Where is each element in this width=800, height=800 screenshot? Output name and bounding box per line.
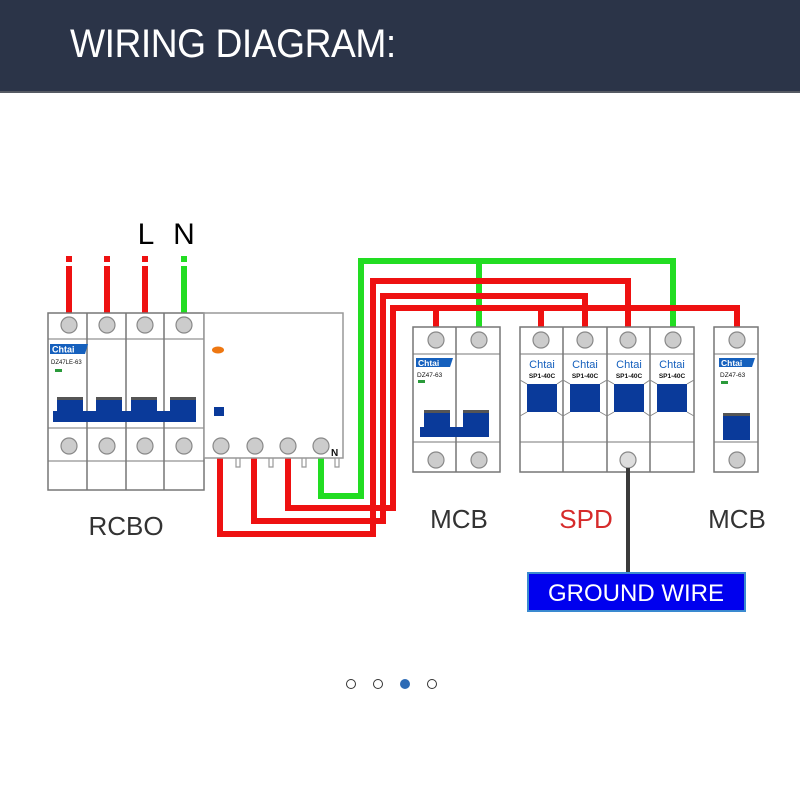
terminal-icon [427, 451, 445, 469]
handle-icon [723, 414, 750, 440]
mcb-2p-brand: Chtai [418, 358, 439, 368]
test-button-icon [212, 346, 224, 354]
terminal-icon [312, 437, 330, 455]
supply-wire-l1 [66, 266, 72, 316]
terminal-icon [60, 316, 78, 334]
rcd-module-body [203, 312, 344, 459]
spd-window-icon [570, 384, 600, 412]
terminal-icon [136, 437, 154, 455]
carousel-dot-4[interactable] [427, 679, 437, 689]
mcb-1p-device[interactable]: Chtai DZ47-63 [713, 326, 759, 473]
mcb-2p-device[interactable]: Chtai DZ47-63 [412, 326, 501, 473]
status-led-icon [55, 369, 62, 372]
rcd-module: N [203, 312, 344, 468]
handle-icon [420, 411, 489, 437]
rcbo-brand: Chtai [52, 345, 75, 355]
terminal-icon [98, 316, 116, 334]
ground-terminal-icon [619, 451, 637, 469]
terminal-icon [470, 451, 488, 469]
rcbo-device[interactable]: Chtai DZ47LE-63 [47, 312, 205, 491]
terminal-icon [212, 437, 230, 455]
terminal-icon [246, 437, 264, 455]
mcb-1p-brand: Chtai [721, 358, 742, 368]
terminal-icon [175, 316, 193, 334]
terminal-icon [664, 331, 682, 349]
terminal-icon [470, 331, 488, 349]
spd-module-2-brand: Chtai [572, 359, 598, 371]
supply-wire-l2 [104, 266, 110, 316]
spd-module-1-model: SP1-40C [529, 373, 556, 380]
spd-module-4-brand: Chtai [659, 359, 685, 371]
mcb-2p-label: MCB [430, 504, 488, 534]
spd-module-4-model: SP1-40C [659, 373, 686, 380]
spd-module-3-model: SP1-40C [616, 373, 643, 380]
spd-window-icon [614, 384, 644, 412]
spd-window-icon [657, 384, 687, 412]
supply-wire-n-tick [181, 256, 187, 262]
brand-badge-icon [50, 344, 88, 354]
spd-window-icon [527, 384, 557, 412]
supply-wire-l2-tick [104, 256, 110, 262]
supply-wire-l1-tick [66, 256, 72, 262]
header-banner: WIRING DIAGRAM: [0, 0, 800, 91]
terminal-icon [728, 451, 746, 469]
terminal-icon [175, 437, 193, 455]
page-title: WIRING DIAGRAM: [70, 22, 396, 66]
terminal-icon [619, 331, 637, 349]
terminal-icon [60, 437, 78, 455]
spd-device[interactable]: Chtai SP1-40C Chtai SP1-40C Chtai SP1-40… [519, 326, 695, 473]
brand-badge-icon [416, 358, 453, 367]
brand-badge-icon [719, 358, 755, 367]
terminal-icon [576, 331, 594, 349]
carousel-dot-3-active[interactable] [400, 679, 410, 689]
neutral-label: N [173, 218, 195, 251]
terminal-icon [728, 331, 746, 349]
neutral-bus-wire [318, 258, 676, 499]
phase-bus-wire-3 [285, 305, 740, 511]
terminal-icon [98, 437, 116, 455]
supply-wire-l3 [142, 266, 148, 316]
supply-wire-l3-tick [142, 256, 148, 262]
spd-module-3-brand: Chtai [616, 359, 642, 371]
bus-wires [217, 258, 740, 537]
indicator-icon [214, 407, 224, 416]
spd-window-icons [527, 384, 687, 412]
status-led-icon [721, 381, 728, 384]
live-label: L [138, 218, 155, 251]
rcbo-label: RCBO [88, 511, 163, 541]
carousel-pagination [346, 679, 437, 689]
ground-wire-box [527, 572, 746, 612]
terminal-icon [136, 316, 154, 334]
header-divider [0, 91, 800, 93]
carousel-dot-2[interactable] [373, 679, 383, 689]
supply-wire-n [181, 266, 187, 316]
mcb-1p-model: DZ47-63 [720, 372, 746, 379]
mcb-1p-body [713, 326, 759, 473]
status-led-icon [418, 380, 425, 383]
terminal-icon [532, 331, 550, 349]
ground-wire-label: GROUND WIRE [548, 580, 724, 607]
terminal-icon [279, 437, 297, 455]
carousel-dot-1[interactable] [346, 679, 356, 689]
spd-label: SPD [559, 504, 612, 534]
supply-wires [66, 256, 187, 316]
handle-icon [53, 398, 196, 422]
mcb-2p-model: DZ47-63 [417, 372, 443, 379]
rcbo-model: DZ47LE-63 [51, 360, 82, 366]
phase-bus-wire-1 [217, 278, 631, 537]
terminal-icon [427, 331, 445, 349]
rcd-neutral-label: N [331, 448, 338, 459]
spd-module-2-model: SP1-40C [572, 373, 599, 380]
spd-module-1-brand: Chtai [529, 359, 555, 371]
phase-bus-wire-2 [251, 293, 588, 524]
mcb-1p-label: MCB [708, 504, 766, 534]
